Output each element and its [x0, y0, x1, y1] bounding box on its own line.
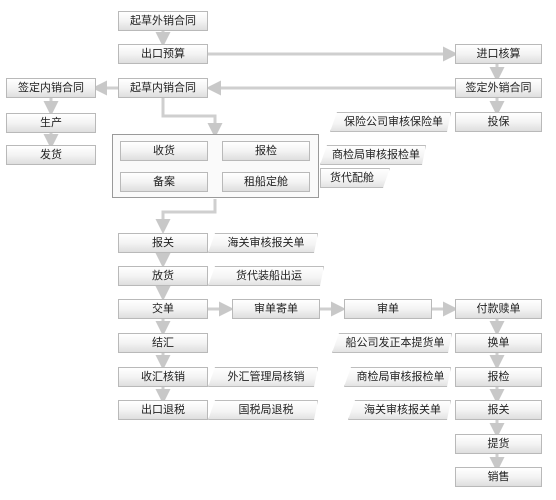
node-export-rebate: 出口退税 [118, 400, 208, 420]
node-exchange-bl: 换单 [455, 333, 542, 353]
node-inspection: 报检 [222, 141, 310, 161]
tag-tax-rebate: 国税局退税 [208, 400, 318, 420]
node-export-budget: 出口预算 [118, 44, 208, 64]
tag-forwarder-booking: 货代配舱 [320, 168, 390, 188]
tag-insurer-review: 保险公司审核保险单 [330, 112, 451, 132]
node-customs-declaration: 报关 [118, 233, 208, 253]
node-import-accounting: 进口核算 [455, 44, 542, 64]
tag-fx-bureau: 外汇管理局核销 [208, 367, 318, 387]
node-charter-booking: 租船定舱 [222, 172, 310, 192]
node-draft-foreign-contract: 起草外销合同 [118, 11, 208, 31]
tag-buyer-customs-review: 海关审核报关单 [348, 400, 451, 420]
node-submit-documents: 交单 [118, 299, 208, 319]
node-ship-domestic: 发货 [6, 145, 96, 165]
tag-ciq-review: 商检局审核报检单 [320, 145, 426, 165]
node-pickup: 提货 [455, 434, 542, 454]
tag-forwarder-loading: 货代装船出运 [208, 266, 324, 286]
node-sign-foreign-contract: 签定外销合同 [455, 78, 542, 98]
node-sign-domestic-contract: 签定内销合同 [6, 78, 96, 98]
node-sales: 销售 [455, 467, 542, 487]
node-record: 备案 [120, 172, 208, 192]
node-insure: 投保 [455, 112, 542, 132]
node-review-documents: 审单 [344, 299, 432, 319]
node-production: 生产 [6, 113, 96, 133]
node-settlement: 结汇 [118, 333, 208, 353]
node-release-goods: 放货 [118, 266, 208, 286]
node-review-send-documents: 审单寄单 [232, 299, 320, 319]
tag-customs-review: 海关审核报关单 [208, 233, 318, 253]
tag-carrier-bl: 船公司发正本提货单 [332, 333, 452, 353]
tag-buyer-ciq-review: 商检局审核报检单 [344, 367, 451, 387]
node-receive-goods: 收货 [120, 141, 208, 161]
node-fx-verification: 收汇核销 [118, 367, 208, 387]
node-buyer-customs: 报关 [455, 400, 542, 420]
node-draft-domestic-contract: 起草内销合同 [118, 78, 208, 98]
node-pay-redeem: 付款赎单 [455, 299, 542, 319]
node-buyer-inspection: 报检 [455, 367, 542, 387]
